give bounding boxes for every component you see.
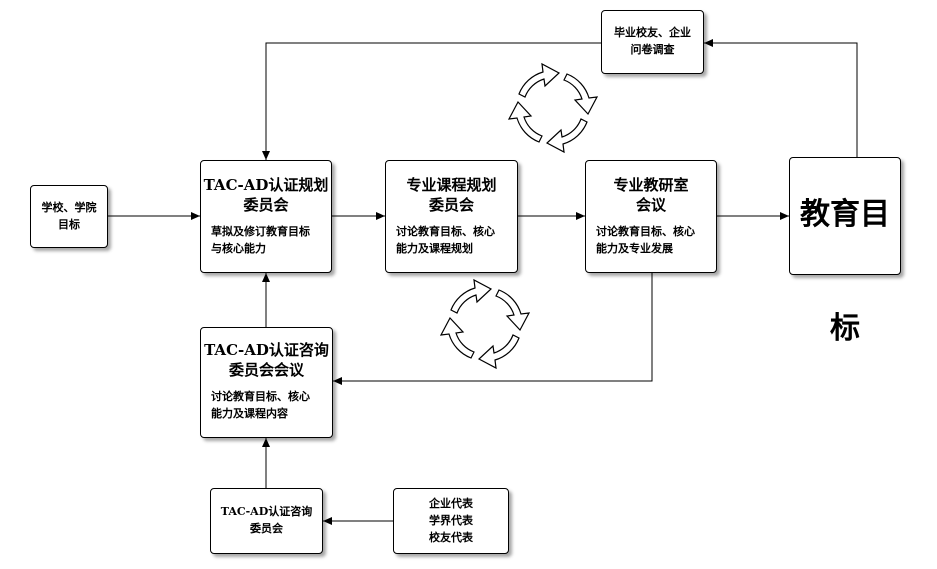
node-title-line: 委员会 — [243, 196, 289, 214]
node-title-line: 委员会 — [428, 196, 474, 214]
node-tac-planning-committee: TAC-AD认证规划 委员会 草拟及修订教育目标 与核心能力 — [200, 160, 332, 273]
node-desc-line: 能力及课程内容 — [211, 407, 288, 420]
cycle-arrows-icon — [507, 62, 599, 154]
cycle-arrows-icon — [439, 278, 531, 370]
education-goal-text: 教育目标 — [800, 197, 890, 346]
node-line: 问卷调查 — [630, 43, 675, 56]
node-tac-consult-committee: TAC-AD认证咨询 委员会 — [210, 488, 323, 554]
node-desc-line: 讨论教育目标、核心 — [596, 225, 695, 238]
node-line: 目标 — [58, 218, 80, 231]
node-title-line: TAC-AD认证咨询 — [204, 341, 329, 359]
node-desc-line: 与核心能力 — [211, 242, 266, 255]
arrow-goal-to-survey — [704, 39, 858, 157]
node-representatives: 企业代表 学界代表 校友代表 — [393, 488, 509, 554]
node-desc-line: 能力及专业发展 — [596, 242, 673, 255]
node-education-goal: 教育目标 — [789, 157, 901, 346]
node-title-line: 会议 — [635, 196, 666, 214]
node-line: 企业代表 — [429, 497, 473, 510]
node-desc-line: 草拟及修订教育目标 — [211, 225, 310, 238]
node-title-line: 专业课程规划 — [406, 176, 497, 194]
node-school-goals: 学校、学院 目标 — [30, 185, 108, 248]
node-desc-line: 讨论教育目标、核心 — [396, 225, 495, 238]
node-line: 毕业校友、企业 — [614, 26, 691, 39]
node-desc-line: 能力及课程规划 — [396, 242, 473, 255]
node-title-line: 专业教研室 — [613, 176, 689, 194]
arrow-teaching-to-consult-meeting — [333, 273, 653, 385]
node-line: 学界代表 — [429, 514, 473, 527]
arrow-survey-to-planning — [262, 42, 601, 160]
node-title-line: 委员会会议 — [228, 361, 304, 379]
node-survey: 毕业校友、企业 问卷调查 — [601, 10, 704, 74]
node-desc-line: 讨论教育目标、核心 — [211, 390, 310, 403]
node-line: 学校、学院 — [41, 201, 97, 214]
node-title-line: TAC-AD认证规划 — [203, 176, 329, 194]
node-line: TAC-AD认证咨询 — [220, 505, 313, 518]
node-teaching-room-meeting: 专业教研室 会议 讨论教育目标、核心 能力及专业发展 — [585, 160, 717, 273]
node-line: 校友代表 — [429, 531, 473, 544]
node-tac-consult-meeting: TAC-AD认证咨询 委员会会议 讨论教育目标、核心 能力及课程内容 — [200, 327, 333, 438]
node-curriculum-committee: 专业课程规划 委员会 讨论教育目标、核心 能力及课程规划 — [385, 160, 518, 273]
node-line: 委员会 — [250, 522, 283, 535]
